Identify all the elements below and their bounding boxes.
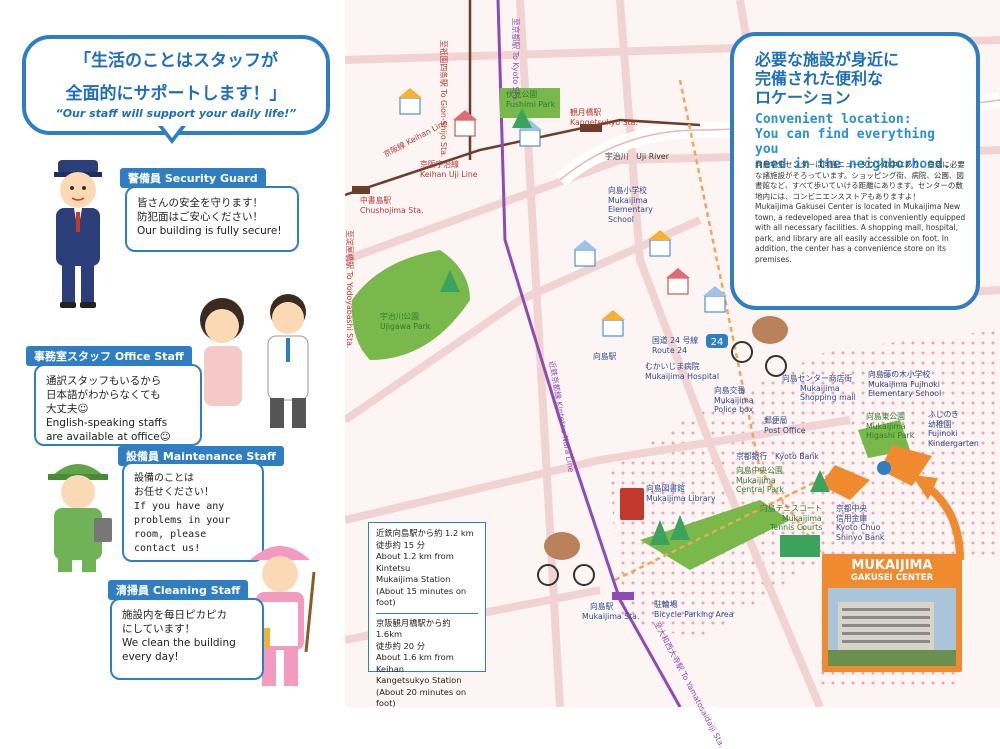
ujigawa-park bbox=[351, 250, 470, 360]
central-park-label: 向島中央公園 Mukaijima Central Park bbox=[736, 466, 784, 494]
access-info-box: 近鉄向島駅から約 1.2 km 徒歩約 15 分 About 1.2 km fr… bbox=[368, 522, 486, 708]
shopping-mall-label: 向島センター商店街 Mukaijima Shopping mall bbox=[782, 374, 856, 402]
tennis-courts-label: 向島テニスコート Mukaijima Tennis Courts bbox=[760, 504, 823, 532]
post-office-label: 郵便局 Post Office bbox=[764, 416, 806, 435]
headline-jp-2: 全面的にサポートします！」 bbox=[65, 84, 287, 104]
kyoto-bank-label: 京都銀行 Kyoto Bank bbox=[736, 452, 819, 461]
police-badge-icon bbox=[877, 461, 891, 475]
fushimi-park-label: 伏見公園 Fushimi Park bbox=[506, 90, 556, 109]
shopping-mall-block bbox=[820, 465, 870, 500]
library-label: 向島図書館 Mukaijima Library bbox=[646, 484, 716, 503]
kangetsukyo-station-marker bbox=[580, 124, 602, 132]
tennis-court-icon bbox=[780, 535, 820, 557]
gakusei-center-photo bbox=[828, 588, 956, 666]
central-park bbox=[640, 500, 790, 570]
fushimi-park bbox=[500, 88, 560, 118]
mukaijima-station-label: 向島駅 Mukaijima Sta. bbox=[582, 602, 640, 621]
gakusei-name-2: GAKUSEI CENTER bbox=[850, 573, 934, 583]
location-subtitle: Convenient location: You can find everyt… bbox=[755, 112, 951, 172]
tree-icons bbox=[440, 108, 830, 545]
police-box-label: 向島交番 Mukaijima Police box bbox=[714, 386, 754, 414]
house-icons bbox=[398, 88, 727, 337]
security-guard-illustration bbox=[54, 160, 102, 308]
mukaijima-sta-small-label: 向島駅 bbox=[593, 352, 617, 361]
yodoyabashi-label: 至淀屋橋駅 To Yodoyabashi Sta. bbox=[345, 230, 354, 349]
cleaning-staff-label: 清掃員 Cleaning Staff bbox=[108, 580, 249, 600]
gion-label: 至祇園四条駅 To Gion-Shijo Sta. bbox=[439, 40, 448, 158]
location-body: 向島学生センターは向島ニュータウンの中にあり、生活に必要な諸施設がそろっています… bbox=[755, 160, 966, 264]
headline-en: “Our staff will support your daily life!… bbox=[55, 107, 297, 120]
fujinoki-school-label: 向島藤の木小学校 Mukaijima Fujinoki Elementary S… bbox=[868, 370, 942, 398]
higashi-park-label: 向島東公園 Mukaijima Higashi Park bbox=[866, 412, 915, 440]
route-24-badge bbox=[706, 334, 728, 348]
maintenance-staff-box: 設備のことは お任せください！ If you have any problems… bbox=[122, 462, 264, 562]
office-staff-box: 通訳スタッフもいるから 日本語がわからなくても 大丈夫☺ English-spe… bbox=[34, 364, 202, 446]
location-info-box bbox=[730, 32, 980, 310]
gakusei-name-1: MUKAIJIMA bbox=[851, 558, 933, 573]
ujigawa-park-label: 宇治川公園 Ujigawa Park bbox=[380, 312, 431, 331]
security-guard-box: 皆さんの安全を守ります！ 防犯面はご安心ください！ Our building i… bbox=[125, 186, 299, 252]
gakusei-center-card: MUKAIJIMA GAKUSEI CENTER bbox=[822, 554, 962, 672]
library-icon bbox=[620, 488, 644, 520]
access-divider bbox=[376, 612, 478, 614]
uji-line-label: 京阪宇治線 Keihan Uji Line bbox=[420, 160, 478, 179]
hospital-label: むかいじま病院 Mukaijima Hospital bbox=[645, 362, 719, 381]
chushojima-label: 中書島駅 Chushojima Sta. bbox=[360, 196, 424, 215]
maintenance-staff-label: 設備員 Maintenance Staff bbox=[118, 446, 284, 466]
cleaning-staff-box: 施設内を毎日ピカピカ にしています！ We clean the building… bbox=[110, 598, 264, 680]
bicycle-parking-label: 駐輪場 Bicycle Parking Area bbox=[654, 600, 734, 619]
gakusei-center-block bbox=[880, 445, 932, 486]
elementary-school-label: 向島小学校 Mukaijima Elementary School bbox=[608, 186, 653, 224]
headline-jp-1: 「生活のことはスタッフが bbox=[74, 51, 278, 71]
squirrel-bicycle-icon bbox=[731, 316, 788, 377]
mukaijima-station-marker bbox=[612, 592, 634, 600]
cleaning-staff-illustration bbox=[250, 546, 316, 686]
route-24-label: 国道 24 号線 Route 24 bbox=[652, 336, 699, 355]
location-title: 必要な施設が身近に 完備された便利な ロケーション bbox=[755, 50, 900, 107]
walking-route bbox=[678, 79, 902, 661]
shinyo-bank-label: 京都中央 信用金庫 Kyoto Chuo Shinyo Bank bbox=[836, 504, 885, 542]
squirrel-bicycle-icon-2 bbox=[537, 532, 595, 586]
security-guard-label: 警備員 Security Guard bbox=[120, 168, 266, 188]
walking-route-station bbox=[614, 468, 841, 582]
maintenance-staff-illustration bbox=[48, 464, 112, 572]
keihan-railway bbox=[345, 118, 701, 197]
kangetsukyo-label: 観月橋駅 Kangetsukyo Sta. bbox=[570, 108, 638, 127]
uji-river-label: 宇治川 Uji River bbox=[605, 152, 669, 161]
staff-panel: 「生活のことはスタッフが 全面的にサポートします！」 “Our staff wi… bbox=[0, 0, 345, 707]
staff-headline-bubble: 「生活のことはスタッフが 全面的にサポートします！」 “Our staff wi… bbox=[22, 35, 330, 135]
office-staff-label: 事務室スタッフ Office Staff bbox=[26, 346, 192, 366]
chushojima-station-marker bbox=[352, 186, 370, 194]
kindergarten-label: ふじのき 幼稚園 Fujinoki Kindergarten bbox=[928, 410, 979, 448]
kintetsu-railway bbox=[496, 0, 682, 707]
office-staff-illustration bbox=[200, 294, 309, 428]
route-24-number: 24 bbox=[711, 337, 724, 348]
